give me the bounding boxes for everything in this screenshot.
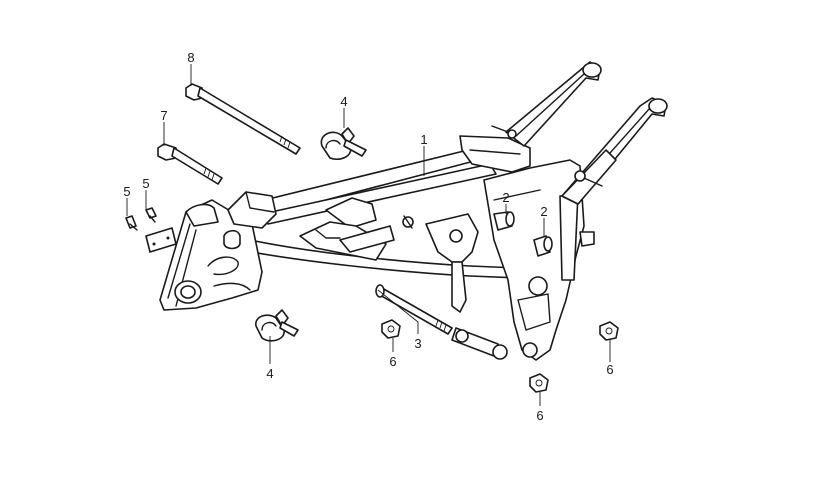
- callout-frame-body: 1: [420, 132, 427, 147]
- callout-bushing-upper: 2: [502, 190, 509, 205]
- bolt-long[interactable]: [157, 143, 223, 185]
- callout-clamp-upper: 4: [340, 94, 347, 109]
- callout-pivot-bolt: 3: [414, 336, 421, 351]
- callout-nut-lower: 6: [536, 408, 543, 423]
- nut-right[interactable]: [599, 321, 619, 341]
- callout-nut-center: 6: [389, 354, 396, 369]
- nut-center[interactable]: [381, 319, 401, 339]
- screw-right[interactable]: [145, 207, 157, 223]
- callout-labels: 1 2 2 3 4 4 5 5 6 6 6 7 8: [123, 50, 613, 423]
- leader-lines: [126, 64, 611, 406]
- callout-bolt-top: 8: [187, 50, 194, 65]
- callout-nut-right: 6: [606, 362, 613, 377]
- frame-body[interactable]: [159, 61, 668, 361]
- pivot-bolt[interactable]: [375, 284, 508, 360]
- bushing-lower[interactable]: [533, 235, 553, 257]
- nut-lower[interactable]: [529, 373, 549, 393]
- clamp-upper[interactable]: [320, 127, 367, 161]
- callout-screw-right: 5: [142, 176, 149, 191]
- plate-small[interactable]: [145, 227, 177, 253]
- callout-clamp-lower: 4: [266, 366, 273, 381]
- callout-bushing-lower: 2: [540, 204, 547, 219]
- screw-left[interactable]: [125, 215, 138, 231]
- bushing-upper[interactable]: [493, 211, 515, 231]
- clamp-lower[interactable]: [255, 309, 299, 342]
- bolt-top[interactable]: [185, 83, 301, 155]
- callout-bolt-long: 7: [160, 108, 167, 123]
- callout-screw-left: 5: [123, 184, 130, 199]
